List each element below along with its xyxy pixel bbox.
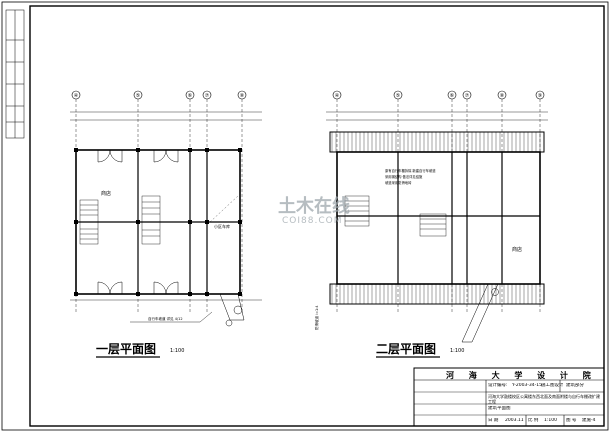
room-label-shop-first: 商店	[101, 190, 111, 197]
plan-title-second: 二层平面图	[376, 342, 436, 356]
tb-scale: 1:100	[544, 418, 557, 423]
inner-frame	[29, 5, 605, 427]
axis-label-5b: ⑤	[396, 93, 400, 99]
tb-drawing-name: 建筑平面图	[488, 406, 511, 411]
room-label-garage: 小区车库	[214, 223, 230, 229]
axis-label-8b: ⑧	[500, 93, 505, 99]
plan-scale-second: 1:100	[450, 348, 464, 354]
columns-first	[74, 148, 242, 296]
tb-date-label: 日 期	[488, 418, 499, 423]
axis-label-7b: ⑦	[465, 93, 470, 99]
note-second-1: 原有自行车棚拆除 新建自行车坡道	[385, 168, 436, 173]
axis-label-5a: ⑤	[136, 93, 140, 99]
axis-label-9b: ⑨	[538, 93, 542, 99]
balcony-hatching	[331, 132, 541, 304]
tb-design-no: Y-2003-34-15	[512, 383, 542, 388]
axis-label-7a: ⑦	[205, 93, 210, 99]
ramp-second	[461, 283, 499, 343]
binding-strip	[5, 9, 25, 139]
ramp-note: 自行车坡道 详见 4/12	[148, 316, 183, 321]
axis-label-4a: ④	[74, 93, 79, 99]
tb-date: 2003.11	[505, 418, 524, 423]
watermark-site: COI88.COM	[282, 216, 343, 226]
tb-sheet-no: 建施-4	[582, 418, 596, 423]
note-second-3: 坡道采用防滑地砖	[385, 180, 412, 185]
tb-scale-label: 比 例	[528, 418, 539, 423]
first-floor-plan: ④ ⑤ ⑥ ⑦ ⑧	[70, 90, 262, 327]
note-second-2: 采用钢结构 做法详见结施	[385, 174, 423, 179]
tb-stage: 施工图设计	[541, 383, 563, 388]
room-label-shop-second: 商店	[512, 246, 522, 253]
stairs-first	[79, 195, 161, 245]
watermark-brand: 土木在线	[278, 196, 350, 217]
axis-label-4b: ④	[335, 93, 340, 99]
tb-sheet-label: 图 号	[566, 418, 577, 423]
tb-project: 河海大学鼓楼校区公寓楼东西北面及南面附楼与自行车棚改扩建工程	[488, 394, 600, 404]
plan-title-first: 一层平面图	[96, 342, 156, 356]
axis-label-6a: ⑥	[188, 93, 193, 99]
tb-design-no-label: 设计编号:	[488, 383, 508, 388]
axis-bubbles-second	[332, 90, 545, 312]
axis-label-8a: ⑧	[240, 93, 245, 99]
title-block-frame	[413, 367, 605, 427]
side-label-second: 防滑坡道 i=1:4	[314, 305, 319, 330]
ramp-first	[219, 293, 245, 327]
axis-label-6b: ⑥	[450, 93, 455, 99]
second-floor-plan: ④ ⑤ ⑥ ⑦ ⑧ ⑨	[326, 90, 548, 343]
plan-scale-first: 1:100	[170, 348, 184, 354]
title-block-school: 河 海 大 学 设 计 院	[446, 370, 597, 380]
stairs-second	[344, 195, 447, 237]
doors-top-first	[97, 149, 179, 295]
tb-stage2: 建筑部分	[566, 383, 584, 388]
